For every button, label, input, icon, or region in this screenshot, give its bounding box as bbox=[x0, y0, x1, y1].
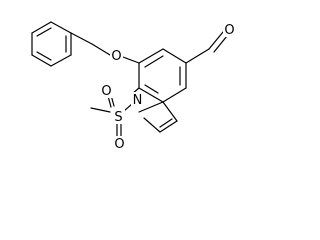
indole-pyrrole-ring bbox=[131, 87, 178, 133]
svg-text:O: O bbox=[101, 84, 111, 99]
atom-n-indole: N bbox=[131, 92, 144, 108]
atom-o-aldehyde: O bbox=[223, 22, 236, 38]
phenyl-ring bbox=[31, 21, 72, 67]
svg-text:S: S bbox=[114, 110, 122, 125]
sulfonyl-group bbox=[90, 94, 133, 138]
svg-text:O: O bbox=[114, 137, 124, 152]
svg-text:N: N bbox=[133, 93, 143, 108]
atom-o-sulfonyl-upper: O bbox=[100, 83, 113, 99]
indole-benzene-ring bbox=[138, 48, 187, 103]
benzyl-linker bbox=[70, 32, 140, 64]
chemical-structure: O O N S O O bbox=[31, 21, 236, 152]
svg-text:O: O bbox=[224, 23, 234, 38]
atom-o-ether: O bbox=[110, 48, 123, 64]
svg-text:O: O bbox=[111, 49, 121, 64]
atom-s-sulfonyl: S bbox=[112, 109, 125, 125]
aldehyde-group bbox=[185, 31, 228, 64]
atom-o-sulfonyl-lower: O bbox=[113, 136, 126, 152]
